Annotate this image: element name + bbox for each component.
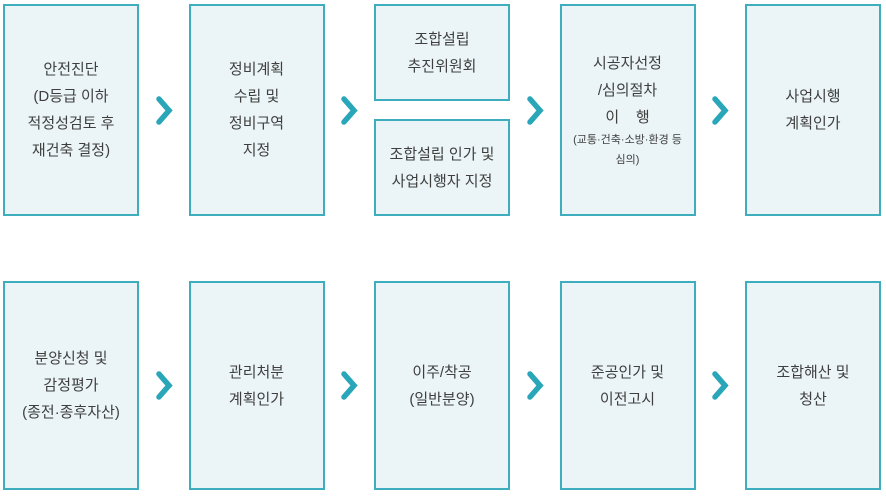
flow-step-text: 수립 및: [233, 88, 280, 105]
flow-step-text: 안전진단: [43, 61, 99, 78]
chevron-right-icon: [696, 4, 746, 216]
flow-step-text: 계획인가: [228, 390, 285, 408]
flow-step-text: 이전고시: [599, 390, 656, 408]
flow-step-text: (일반분양): [409, 390, 475, 408]
flow-step-text: 이 행: [605, 109, 650, 127]
chevron-right-icon: [139, 4, 189, 216]
chevron-right-icon: [325, 4, 375, 216]
flow-step-text: 관리처분: [228, 363, 285, 381]
flow-step-text: 사업시행자 지정: [391, 172, 493, 190]
chevron-right-icon: [139, 281, 189, 490]
flow-step-text: 감정평가: [43, 377, 99, 394]
flow-step-text: 준공인가 및: [590, 363, 665, 381]
flow-step-text: (D등급 이하: [33, 88, 109, 105]
chevron-right-icon: [325, 281, 375, 490]
flow-step-text: 분양신청 및: [34, 350, 108, 367]
chevron-right-icon: [510, 281, 560, 490]
flow-step-text: 추진위원회: [407, 57, 477, 75]
flow-step-text: 정비계획: [228, 61, 285, 78]
flow-step-text: 조합해산 및: [776, 363, 850, 381]
flow-step-text: 청산: [799, 390, 827, 408]
flow-step-text: (종전·종후자산): [22, 404, 120, 421]
flow-step-text: 조합설립 인가 및: [389, 145, 495, 163]
chevron-right-icon: [510, 4, 560, 216]
flow-step-text: 이주/착공: [412, 363, 472, 381]
flow-step-subtext: (교통·건축·소방·환경 등: [573, 134, 682, 147]
flow-step-text: /심의절차: [597, 82, 658, 100]
flow-step-subtext: 심의): [615, 153, 640, 166]
flow-step-text: 사업시행: [785, 88, 841, 105]
flow-step-text: 계획인가: [785, 115, 841, 132]
flow-step-box: 이주/착공 (일반분양): [374, 281, 510, 490]
flow-step-text: 지정: [242, 142, 271, 159]
flow-step-text: 시공자선정: [592, 55, 662, 73]
flow-step-text: 재건축 결정): [31, 142, 111, 159]
flow-step-text: 정비구역: [228, 115, 285, 132]
chevron-right-icon: [696, 281, 746, 490]
flow-step-text: 조합설립: [414, 30, 470, 48]
flow-step-text: 적정성검토 후: [27, 115, 115, 132]
